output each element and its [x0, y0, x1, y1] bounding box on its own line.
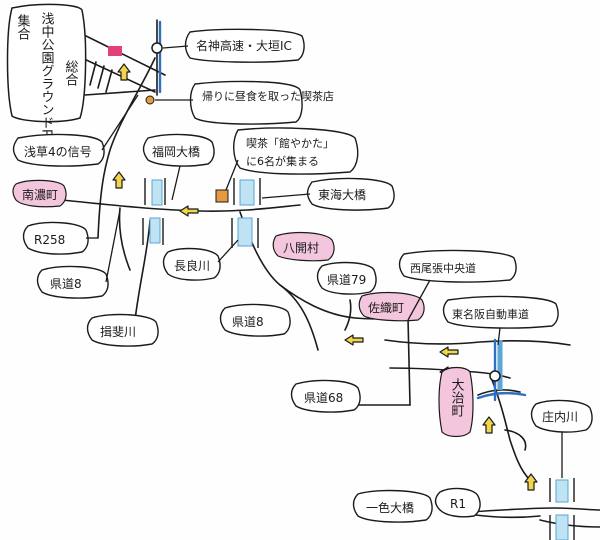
label-kendo79: 県道79 [316, 261, 377, 295]
svg-text:喫茶「館やかた」: 喫茶「館やかた」 [246, 136, 334, 150]
road-top-horizontal [84, 89, 156, 96]
rivers [142, 178, 575, 540]
meeting-col-2: 浅中公園グラウンドPへ [39, 12, 55, 150]
label-r258: R258 [22, 221, 98, 255]
label-nishi-owari: 西尾張中央道 [398, 249, 517, 321]
road-r1-left [474, 514, 541, 519]
label-kendo8-b: 県道8 [219, 303, 291, 337]
road-r1 [469, 507, 600, 513]
road-top-lines [89, 61, 113, 93]
river-tokai-upper [239, 179, 255, 206]
svg-text:県道8: 県道8 [50, 277, 82, 291]
label-asakusa-signal: 浅草4の信号 [12, 94, 139, 167]
svg-text:大治町: 大治町 [449, 378, 465, 417]
svg-text:県道8: 県道8 [232, 315, 264, 329]
arrow-up-bottom [524, 473, 538, 491]
svg-text:県道68: 県道68 [304, 391, 343, 405]
label-saori-cho: 佐織町 [358, 291, 425, 322]
meeting-box: 集合 浅中公園グラウンドPへ 総合 [6, 3, 87, 150]
river-nagara-upper [151, 179, 163, 206]
svg-text:庄内川: 庄内川 [542, 409, 578, 424]
arrow-up-top [117, 63, 131, 81]
svg-text:に6名が集まる: に6名が集まる [246, 154, 319, 168]
river-tokai-banks [231, 178, 261, 248]
svg-text:佐織町: 佐織町 [368, 301, 404, 315]
river-tokai-lower [237, 217, 253, 247]
svg-text:八開村: 八開村 [283, 241, 319, 255]
road-ibi-south [134, 219, 151, 321]
label-kissa-note: 喫茶「館やかた」 に6名が集まる [225, 127, 359, 191]
svg-text:R258: R258 [34, 233, 65, 247]
label-lunch-cafe: 帰りに昼食を取った喫茶店 [155, 80, 334, 125]
label-meishin: 名神高速・大垣IC [162, 28, 305, 63]
label-tomei-han: 東名阪自動車道 [442, 295, 559, 346]
road-nishi-owari [407, 317, 411, 406]
river-nagara-lower [149, 217, 161, 244]
arrow-left-3 [439, 346, 459, 358]
label-kendo8-a: 県道8 [36, 209, 121, 299]
label-r1: R1 [434, 487, 481, 518]
arrow-up-r1 [482, 416, 496, 434]
expressways [158, 20, 527, 402]
river-shonai-banks [549, 478, 575, 540]
ic-marker [151, 42, 163, 54]
svg-text:東名阪自動車道: 東名阪自動車道 [452, 307, 529, 321]
kissa-marker [215, 189, 229, 203]
label-tokai-bridge: 東海大橋 [261, 177, 395, 211]
road-r258-main [61, 199, 301, 212]
label-isshiki-bridge: 一色大橋 [352, 489, 433, 523]
arrow-left-2 [344, 334, 364, 346]
label-fukuoka-bridge: 福岡大橋 [142, 133, 215, 201]
svg-text:帰りに昼食を取った喫茶店: 帰りに昼食を取った喫茶店 [202, 89, 334, 103]
road-saori-east [384, 339, 571, 346]
svg-text:西尾張中央道: 西尾張中央道 [410, 261, 476, 275]
svg-text:長良川: 長良川 [174, 258, 210, 273]
markers [108, 42, 501, 382]
label-ibi-river: 揖斐川 [86, 313, 159, 347]
svg-text:南濃町: 南濃町 [22, 187, 58, 202]
svg-text:一色大橋: 一色大橋 [366, 501, 414, 515]
expressway-tomei-1 [476, 391, 527, 400]
jct-marker [489, 370, 501, 382]
cafe-marker [145, 95, 155, 105]
river-shonai-lower [555, 514, 569, 540]
arrow-up-mid [112, 171, 126, 189]
river-shonai-upper [555, 479, 569, 503]
road-jog [504, 429, 527, 451]
meeting-col-3: 総合 [63, 60, 79, 86]
meeting-col-1: 集合 [15, 13, 31, 40]
road-top-diagonal-2 [81, 57, 156, 93]
label-oharu-cho: 大治町 [438, 366, 474, 438]
label-minami-nocho: 南濃町 [12, 179, 67, 208]
svg-text:揖斐川: 揖斐川 [100, 325, 136, 339]
road-kendo8-south [118, 207, 131, 271]
road-to-r1 [491, 379, 531, 481]
svg-text:名神高速・大垣IC: 名神高速・大垣IC [196, 38, 292, 53]
river-ibi-banks [142, 178, 166, 245]
label-hachiken-mura: 八開村 [272, 231, 335, 262]
label-shonai-river: 庄内川 [530, 399, 593, 478]
arrow-left-1 [179, 205, 199, 217]
road-kendo79 [344, 299, 352, 331]
svg-text:県道79: 県道79 [327, 273, 366, 287]
svg-text:福岡大橋: 福岡大橋 [152, 144, 200, 159]
road-isshiki [539, 519, 600, 528]
label-kendo68: 県道68 [290, 379, 361, 413]
building-marker [108, 46, 122, 56]
svg-text:東海大橋: 東海大橋 [318, 187, 366, 202]
svg-text:浅草4の信号: 浅草4の信号 [24, 145, 92, 159]
svg-text:R1: R1 [450, 497, 466, 511]
road-tomei-han [477, 389, 521, 396]
label-nagara-river: 長良川 [162, 239, 239, 281]
